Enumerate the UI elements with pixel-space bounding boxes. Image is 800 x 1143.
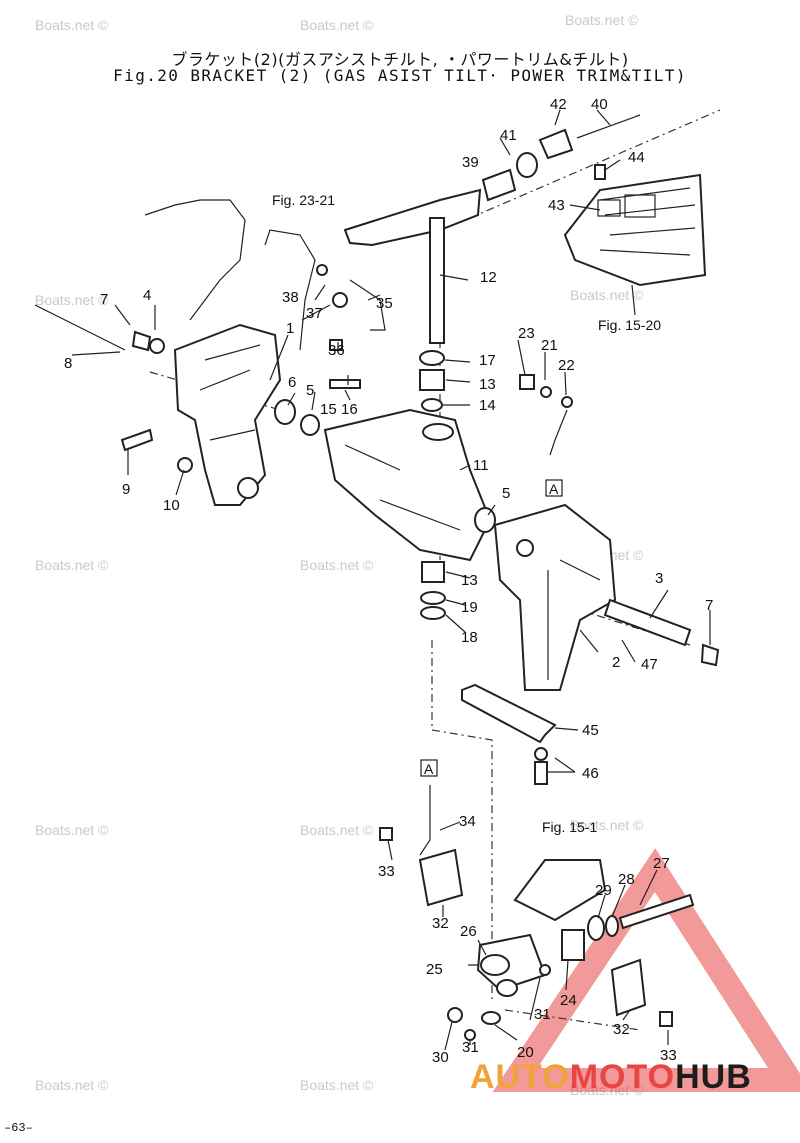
part-number: 14	[479, 397, 496, 414]
tilt-bolt	[603, 598, 720, 667]
title-japanese: ブラケット(2)(ガスアシストチルト, ・パワートリム&チルト)	[171, 50, 629, 69]
part-number: 7	[100, 291, 108, 308]
section-marker: A	[424, 761, 434, 777]
part-number: 36	[328, 342, 345, 359]
part-number: 31	[462, 1039, 479, 1056]
brand-part-moto: MOTO	[569, 1058, 676, 1096]
watermark: Boats.net ©	[300, 557, 374, 573]
part-number: 11	[473, 457, 489, 474]
part-number: 16	[341, 401, 358, 418]
part-number: 31	[534, 1006, 551, 1023]
part-number: 33	[378, 863, 395, 880]
part-number: 3	[655, 570, 663, 587]
part-numbers: 1 2 3 4 5 5 6 7 7 8 9 10 11 12 13 13 14 …	[64, 96, 713, 1066]
fig-ref: Fig. 15-1	[542, 819, 597, 835]
watermark: Boats.net ©	[570, 817, 644, 833]
part-number: 15	[320, 401, 337, 418]
part-number: 43	[548, 197, 565, 214]
part-number: 10	[163, 497, 180, 514]
part-number: 46	[582, 765, 599, 782]
part-number: 27	[653, 855, 670, 872]
part-number: 24	[560, 992, 577, 1009]
part-number: 34	[459, 813, 476, 830]
logo-triangle	[492, 848, 800, 1092]
part-number: 1	[286, 320, 294, 337]
watermarks: Boats.net © Boats.net © Boats.net © Boat…	[35, 12, 644, 1098]
stern-bracket-left	[173, 323, 282, 506]
part-number: 47	[641, 656, 658, 673]
part-number: 21	[541, 337, 558, 354]
watermark: Boats.net ©	[35, 557, 109, 573]
small-parts	[120, 199, 573, 620]
part-number: 30	[432, 1049, 449, 1066]
part-number: 32	[432, 915, 449, 932]
section-markers: A A	[420, 479, 563, 777]
tilt-shaft	[34, 304, 165, 354]
part-number: 35	[376, 295, 393, 312]
part-number: 44	[628, 149, 645, 166]
part-number: 28	[618, 871, 635, 888]
gas-assist-assembly	[379, 785, 695, 1041]
part-number: 39	[462, 154, 479, 171]
watermark: Boats.net ©	[35, 822, 109, 838]
part-number: 20	[517, 1044, 534, 1061]
part-number: 26	[460, 923, 477, 940]
watermark: Boats.net ©	[35, 17, 109, 33]
part-number: 25	[426, 961, 443, 978]
leader-lines	[71, 109, 711, 1051]
watermark: Boats.net ©	[300, 17, 374, 33]
brand-part-hub: HUB	[675, 1058, 752, 1096]
part-number: 42	[550, 96, 567, 113]
part-number: 23	[518, 325, 535, 342]
part-number: 45	[582, 722, 599, 739]
brand-part-auto: AUTO	[470, 1058, 570, 1096]
section-marker: A	[549, 481, 559, 497]
part-number: 13	[479, 376, 496, 393]
part-number: 41	[500, 127, 517, 144]
part-number: 22	[558, 357, 575, 374]
page-number: –63–	[4, 1121, 33, 1135]
part-number: 4	[143, 287, 151, 304]
watermark: Boats.net ©	[35, 292, 109, 308]
swivel-bracket	[323, 408, 492, 562]
part-number: 38	[282, 289, 299, 306]
part-number: 5	[306, 382, 314, 399]
brand-logo: AUTOMOTOHUB	[470, 1058, 752, 1097]
part-number: 12	[480, 269, 497, 286]
part-number: 8	[64, 355, 72, 372]
stern-bracket-right	[493, 503, 617, 691]
steering-arm	[343, 114, 641, 344]
part-number: 5	[502, 485, 510, 502]
trim-plate	[461, 683, 557, 785]
part-number: 2	[612, 654, 620, 671]
part-number: 37	[306, 305, 323, 322]
fig-ref: Fig. 15-20	[598, 317, 661, 333]
figure-references: Fig. 23-21 Fig. 15-20 Fig. 15-1	[272, 192, 661, 835]
watermark: Boats.net ©	[570, 287, 644, 303]
part-number: 19	[461, 599, 478, 616]
watermark: Boats.net ©	[300, 1077, 374, 1093]
part-number: 9	[122, 481, 130, 498]
watermark: Boats.net ©	[300, 822, 374, 838]
part-number: 40	[591, 96, 608, 113]
part-number: 7	[705, 597, 713, 614]
engine-mount-43	[563, 173, 707, 287]
part-number: 17	[479, 352, 496, 369]
part-number: 13	[461, 572, 478, 589]
part-number: 18	[461, 629, 478, 646]
part-number: 29	[595, 882, 612, 899]
part-number: 6	[288, 374, 296, 391]
title-english: Fig.20 BRACKET (2) (GAS ASIST TILT· POWE…	[113, 66, 687, 85]
fig-ref: Fig. 23-21	[272, 192, 335, 208]
part-number: 32	[613, 1021, 630, 1038]
watermark: Boats.net ©	[565, 12, 639, 28]
watermark: Boats.net ©	[35, 1077, 109, 1093]
part-number: 33	[660, 1047, 677, 1064]
